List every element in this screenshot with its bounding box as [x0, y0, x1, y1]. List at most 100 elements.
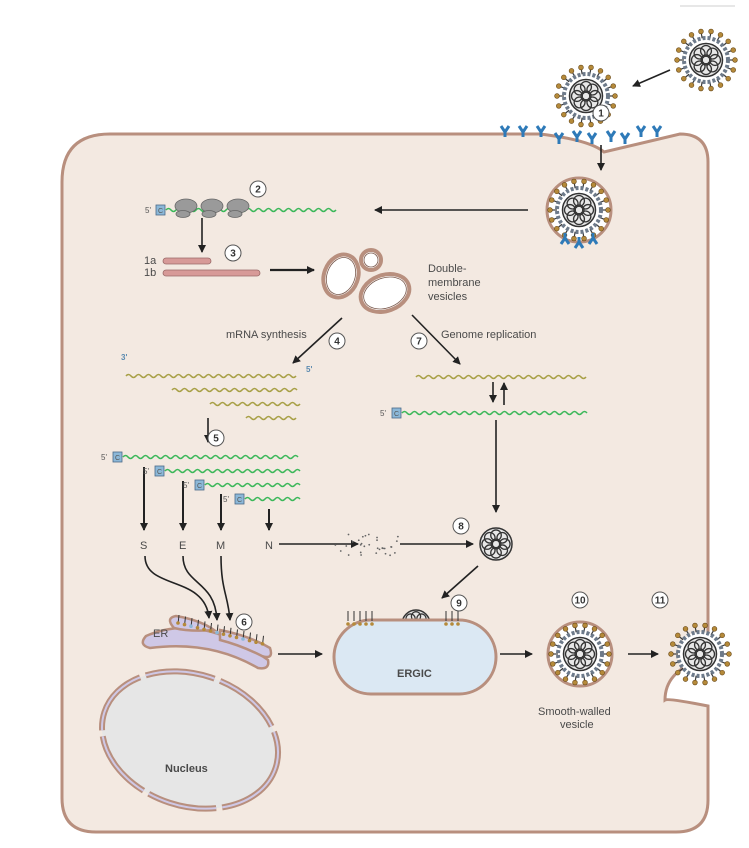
svg-text:3': 3' [121, 353, 127, 362]
step-3-marker: 3 [224, 244, 242, 262]
endoplasmic-reticulum [141, 614, 273, 670]
svg-text:5': 5' [183, 481, 189, 490]
polyprotein-1b [162, 269, 261, 277]
step-4-marker: 4 [328, 332, 346, 350]
arrow-mrna [292, 317, 343, 364]
svg-text:vesicle: vesicle [560, 719, 594, 731]
cap-icon [194, 479, 205, 491]
ergic [332, 618, 498, 696]
protein-m-label: M [216, 540, 225, 552]
virion-exocytosis [668, 622, 732, 686]
mrna-synthesis-label: mRNA synthesis [226, 329, 307, 341]
ace2-receptor-icon [559, 233, 571, 245]
svg-text:5': 5' [101, 453, 107, 462]
ace2-receptor-icon [586, 132, 598, 144]
subgenomic-mrnas: 5' C 5' C 5' C 5' C [101, 451, 301, 505]
capped-mrna: 5' C [101, 451, 299, 463]
svg-text:5': 5' [223, 495, 229, 504]
receptors [499, 125, 663, 144]
n-protein-dots [334, 533, 399, 557]
negative-strand-rna [171, 387, 298, 393]
step-7-marker: 7 [410, 332, 428, 350]
translation-genome: C 5' [145, 198, 337, 218]
svg-text:C: C [394, 411, 399, 418]
ace2-receptor-icon [553, 132, 565, 144]
step-1-marker: 1 [592, 104, 610, 122]
svg-text:membrane: membrane [428, 277, 481, 289]
step-number: 8 [458, 522, 464, 533]
cap-icon [391, 407, 402, 419]
ace2-receptor-icon [605, 130, 617, 142]
step-5-marker: 5 [207, 429, 225, 447]
svg-text:C: C [197, 483, 202, 490]
ace2-receptor-icon [571, 130, 583, 142]
step-number: 2 [255, 185, 261, 196]
step-number: 11 [655, 596, 666, 607]
svg-text:1b: 1b [144, 267, 156, 279]
virion-smooth-vesicle [546, 620, 614, 688]
genome-replication-label: Genome replication [441, 329, 536, 341]
arrow-nc-to-ergic [441, 565, 479, 599]
capped-mrna: 5' C [183, 479, 301, 491]
protein-n-label: N [265, 540, 273, 552]
negative-strand-rna [209, 401, 301, 407]
er-membrane-proteins [176, 614, 265, 646]
svg-text:C: C [158, 208, 163, 215]
step-11-marker: 11 [651, 591, 669, 609]
ace2-receptor-icon [535, 125, 547, 137]
nucleus-label: Nucleus [165, 763, 208, 775]
protein-s-label: S [140, 540, 147, 552]
polyprotein-1a [162, 257, 212, 265]
svg-text:5': 5' [380, 409, 386, 418]
ace2-receptor-icon [573, 237, 585, 249]
cell-membrane [60, 132, 710, 834]
virion-free [674, 28, 738, 92]
cap-icon [112, 451, 123, 463]
step-6-marker: 6 [235, 613, 253, 631]
arrow-attach [632, 69, 671, 87]
svg-text:C: C [115, 455, 120, 462]
svg-text:1a: 1a [144, 255, 157, 267]
dmv-label: Double- [428, 263, 467, 275]
step-10-marker: 10 [571, 591, 589, 609]
replication-strands: 5' C [380, 374, 588, 419]
step-number: 9 [456, 599, 462, 610]
polyproteins: 1a 1b [144, 255, 261, 279]
svg-text:C: C [157, 469, 162, 476]
ace2-receptor-icon [587, 233, 599, 245]
step-9-marker: 9 [450, 594, 468, 612]
nucleus [99, 668, 281, 812]
arrow-e-to-er [182, 555, 221, 621]
er-label: ER [153, 628, 168, 640]
negative-strand-rna [415, 374, 587, 380]
arrow-m-to-er [220, 555, 234, 621]
negative-strand-rna [245, 415, 297, 421]
capped-mrna: 5' C [223, 493, 301, 505]
ace2-receptor-icon [635, 125, 647, 137]
step-number: 5 [213, 434, 219, 445]
cap-icon [234, 493, 245, 505]
virion-endosome [545, 176, 613, 249]
ace2-receptor-icon [651, 125, 663, 137]
protein-e-label: E [179, 540, 186, 552]
capped-mrna: 5' C [380, 407, 588, 419]
svg-text:5': 5' [145, 206, 151, 215]
svg-text:C: C [237, 497, 242, 504]
positive-strand-rna [165, 207, 337, 213]
nucleocapsid [479, 527, 513, 561]
svg-text:5': 5' [306, 365, 312, 374]
ace2-receptor-icon [517, 125, 529, 137]
step-8-marker: 8 [452, 517, 470, 535]
step-number: 6 [241, 618, 247, 629]
ace2-receptor-icon [619, 132, 631, 144]
cap-icon [154, 465, 165, 477]
step-2-marker: 2 [249, 180, 267, 198]
cap-icon [155, 204, 166, 216]
ergic-membrane-proteins [346, 611, 460, 626]
step-number: 4 [334, 337, 340, 348]
arrows [140, 69, 671, 658]
ergic-label: ERGIC [397, 668, 432, 680]
arrow-replication [411, 314, 461, 365]
step-number: 10 [574, 596, 586, 607]
